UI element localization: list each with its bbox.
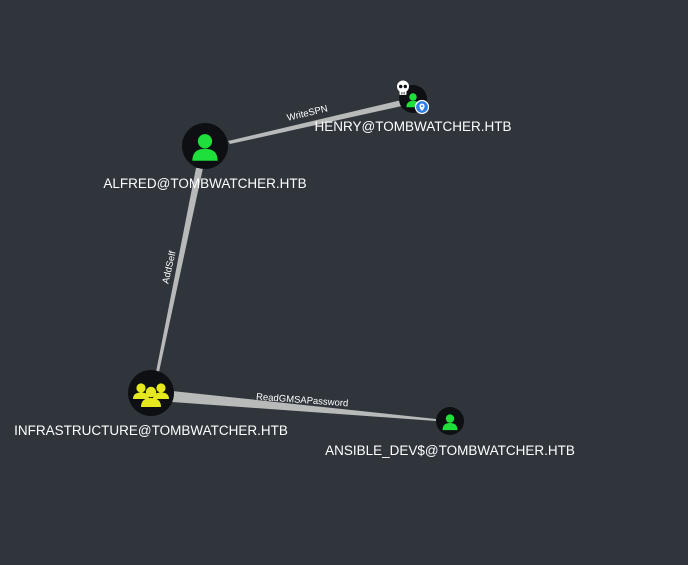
- edge-line: [172, 391, 436, 421]
- node-label-ansible-dev: ANSIBLE_DEV$@TOMBWATCHER.HTB: [325, 443, 575, 458]
- skull-icon: [397, 80, 409, 95]
- edge-line: [228, 98, 411, 144]
- node-alfred[interactable]: ALFRED@TOMBWATCHER.HTB: [103, 123, 307, 191]
- node-label-alfred: ALFRED@TOMBWATCHER.HTB: [103, 176, 306, 191]
- node-label-infrastructure: INFRASTRUCTURE@TOMBWATCHER.HTB: [14, 423, 288, 438]
- node-infrastructure[interactable]: INFRASTRUCTURE@TOMBWATCHER.HTB: [14, 370, 288, 438]
- location-pin-icon: [414, 99, 430, 115]
- node-henry[interactable]: HENRY@TOMBWATCHER.HTB: [315, 80, 512, 135]
- edge-addself[interactable]: AddSelf: [156, 168, 203, 372]
- edge-readgmsapassword[interactable]: ReadGMSAPassword: [172, 391, 436, 421]
- edge-line: [156, 168, 203, 372]
- node-label-henry: HENRY@TOMBWATCHER.HTB: [315, 119, 512, 134]
- node-ansible-dev[interactable]: ANSIBLE_DEV$@TOMBWATCHER.HTB: [325, 407, 575, 458]
